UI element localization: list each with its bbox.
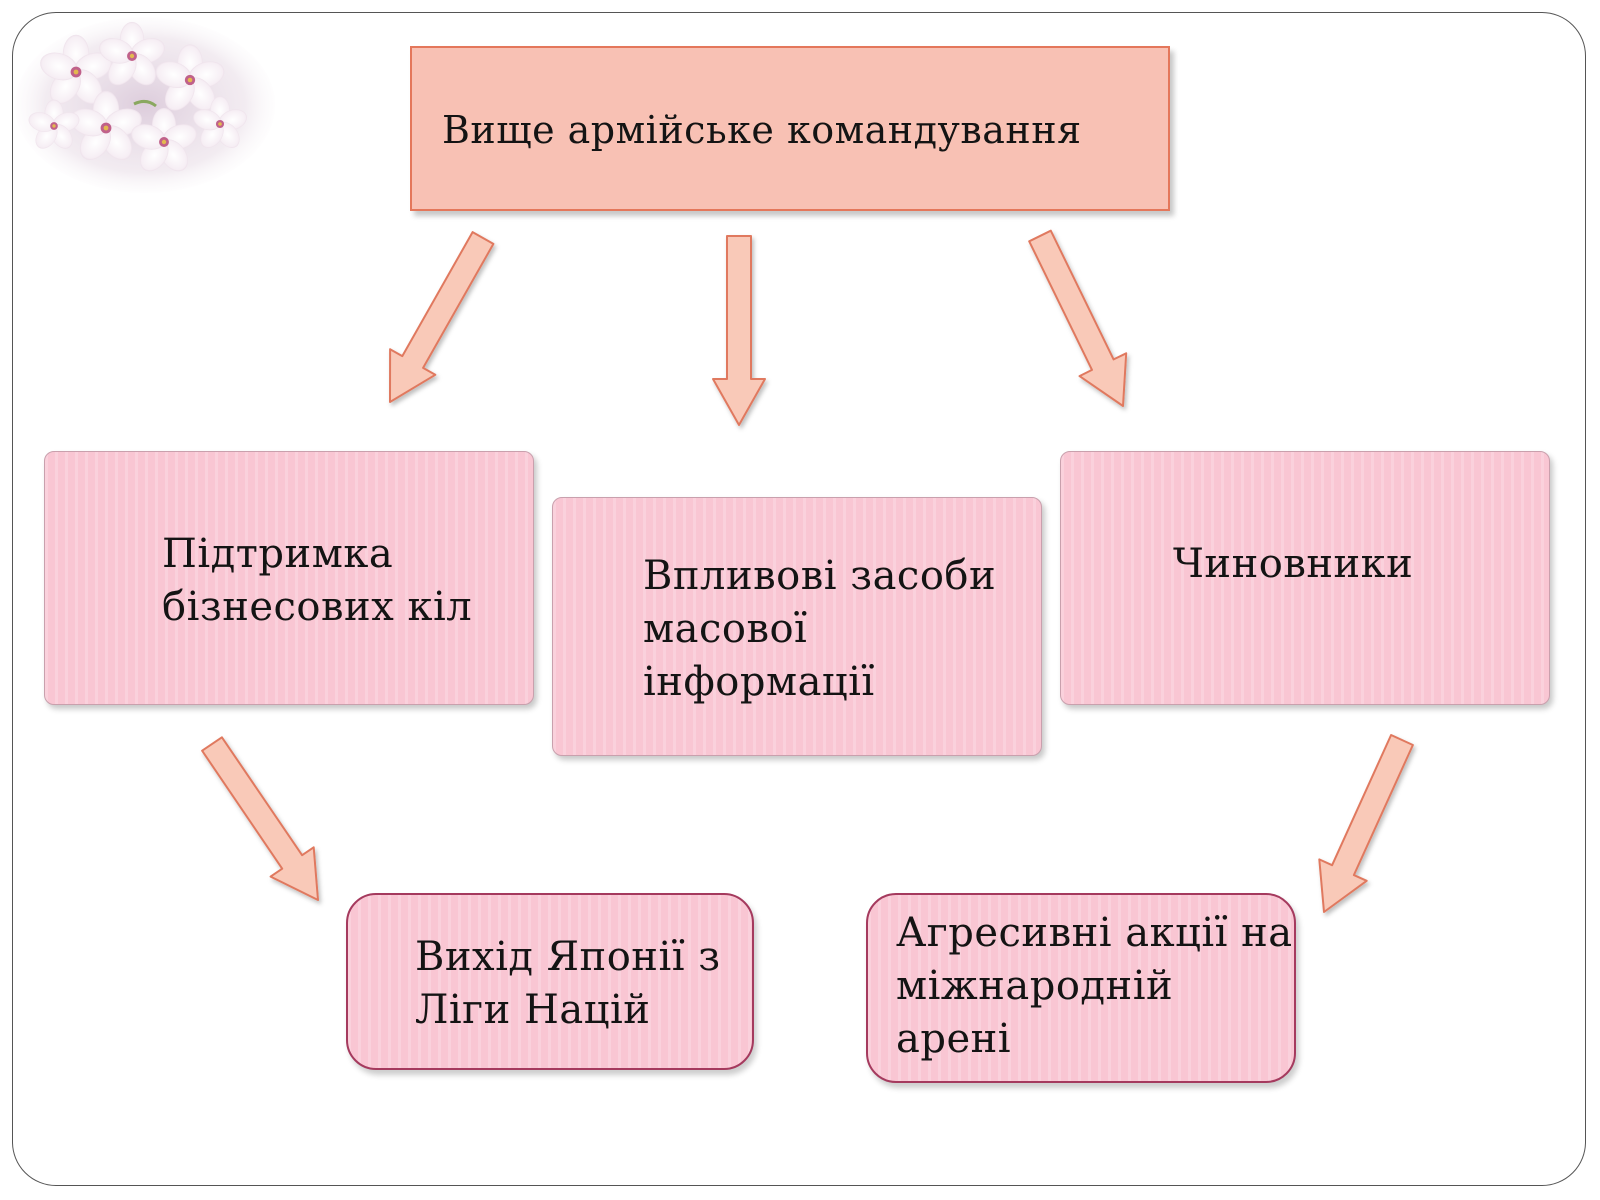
top-box: Вище армійське командування <box>410 46 1170 211</box>
league-exit-box: Вихід Японії з Ліги Націй <box>346 893 754 1070</box>
top-box-label: Вище армійське командування <box>442 108 1082 152</box>
business-support-box: Підтримка бізнесових кіл <box>44 451 534 705</box>
mass-media-label: Впливові засоби масової інформації <box>643 553 997 705</box>
league-exit-label: Вихід Японії з Ліги Націй <box>415 934 721 1033</box>
business-support-label: Підтримка бізнесових кіл <box>162 531 473 630</box>
aggressive-actions-label: Агресивні акції на міжнародній арені <box>896 910 1293 1062</box>
aggressive-actions-box: Агресивні акції на міжнародній арені <box>866 893 1296 1083</box>
mass-media-box: Впливові засоби масової інформації <box>552 497 1042 756</box>
officials-box: Чиновники <box>1060 451 1550 705</box>
cherry-blossom-icon <box>15 17 275 193</box>
officials-label: Чиновники <box>1173 541 1414 587</box>
